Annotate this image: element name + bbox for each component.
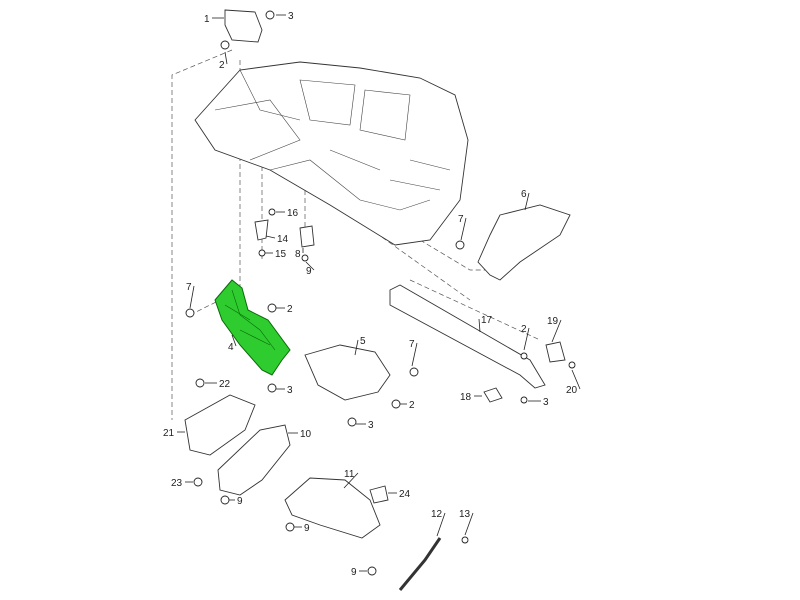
bolt-icon <box>268 208 276 216</box>
callout-label-22[interactable]: 22 <box>219 379 231 390</box>
bolt-icon <box>301 254 309 262</box>
callout-label-5[interactable]: 5 <box>360 336 366 347</box>
callout-label-9[interactable]: 9 <box>351 567 357 578</box>
callout-leader-line <box>189 285 195 309</box>
nut-icon <box>409 367 419 377</box>
bolt-icon <box>520 396 528 404</box>
bolt-icon <box>267 303 277 313</box>
callout-label-2[interactable]: 2 <box>219 60 225 71</box>
bolt-icon <box>520 352 528 360</box>
bolt-icon <box>220 40 230 50</box>
bolt-icon <box>220 495 230 505</box>
callout-label-4[interactable]: 4 <box>228 342 234 353</box>
part-21-cover[interactable] <box>184 394 256 456</box>
callout-leader-line <box>524 192 530 211</box>
part-8-clip[interactable] <box>299 225 315 248</box>
part-18-pad[interactable] <box>483 387 503 403</box>
callout-label-11[interactable]: 11 <box>344 469 355 480</box>
part-10-undertray[interactable] <box>217 424 291 496</box>
nut-icon <box>185 308 195 318</box>
part-11-undertray[interactable] <box>284 477 381 539</box>
callout-label-21[interactable]: 21 <box>163 428 175 439</box>
callout-leader-line <box>478 318 481 333</box>
callout-label-14[interactable]: 14 <box>277 234 289 245</box>
callout-label-18[interactable]: 18 <box>460 392 472 403</box>
bolt-icon <box>267 383 277 393</box>
callout-label-9[interactable]: 9 <box>304 523 310 534</box>
callout-label-2[interactable]: 2 <box>409 400 415 411</box>
part-4-highlighted[interactable] <box>214 279 291 376</box>
bolt-icon <box>391 399 401 409</box>
callout-leader-line <box>231 334 237 347</box>
callout-label-8[interactable]: 8 <box>295 249 301 260</box>
callout-label-6[interactable]: 6 <box>521 189 527 200</box>
bolt-icon <box>285 522 295 532</box>
callout-label-9[interactable]: 9 <box>237 496 243 507</box>
callout-leader-line <box>436 512 446 537</box>
callout-leader-line <box>460 217 467 241</box>
callout-leader-line <box>551 319 562 343</box>
callout-label-23[interactable]: 23 <box>171 478 183 489</box>
callout-label-24[interactable]: 24 <box>399 489 411 500</box>
callout-label-3[interactable]: 3 <box>543 397 549 408</box>
callout-leader-line <box>224 51 228 65</box>
bolt-icon <box>265 10 275 20</box>
nut-icon <box>455 240 465 250</box>
callout-label-3[interactable]: 3 <box>368 420 374 431</box>
bolt-icon <box>568 361 576 369</box>
callout-label-2[interactable]: 2 <box>287 304 293 315</box>
callout-label-16[interactable]: 16 <box>287 208 299 219</box>
callout-label-15[interactable]: 15 <box>275 249 287 260</box>
bolt-icon <box>195 378 205 388</box>
callout-label-7[interactable]: 7 <box>458 214 464 225</box>
callout-leader-line <box>265 235 276 239</box>
callout-label-3[interactable]: 3 <box>287 385 293 396</box>
part-19-clip[interactable] <box>545 341 566 363</box>
callout-leader-line <box>571 369 581 390</box>
callout-label-20[interactable]: 20 <box>566 385 578 396</box>
callout-label-7[interactable]: 7 <box>186 282 192 293</box>
bolt-icon <box>258 249 266 257</box>
part-14-bracket[interactable] <box>254 219 269 241</box>
callout-label-9[interactable]: 9 <box>306 266 312 277</box>
part-12-cable[interactable] <box>398 537 442 591</box>
callout-leader-line <box>411 342 418 367</box>
callout-leader-line <box>343 472 359 489</box>
part-1-bracket[interactable] <box>224 9 263 43</box>
part-17-rail[interactable] <box>389 284 546 389</box>
callout-label-7[interactable]: 7 <box>409 339 415 350</box>
callout-label-1[interactable]: 1 <box>204 14 210 25</box>
bolt-icon <box>193 477 203 487</box>
callout-leader-line <box>305 261 315 271</box>
callout-leader-line <box>464 512 474 536</box>
callout-leader-line <box>523 327 530 351</box>
part-24-bracket[interactable] <box>369 485 389 504</box>
callout-label-2[interactable]: 2 <box>521 324 527 335</box>
callout-label-13[interactable]: 13 <box>459 509 471 520</box>
callout-label-19[interactable]: 19 <box>547 316 559 327</box>
callout-label-12[interactable]: 12 <box>431 509 443 520</box>
vehicle-body-shell <box>194 61 469 246</box>
part-6-panel[interactable] <box>477 204 571 281</box>
part-5-shield[interactable] <box>304 344 391 401</box>
callout-label-10[interactable]: 10 <box>300 429 312 440</box>
nut-icon <box>461 536 469 544</box>
bolt-icon <box>347 417 357 427</box>
callout-leader-line <box>354 339 359 356</box>
callout-label-17[interactable]: 17 <box>481 315 493 326</box>
callout-label-3[interactable]: 3 <box>288 11 294 22</box>
bolt-icon <box>367 566 377 576</box>
